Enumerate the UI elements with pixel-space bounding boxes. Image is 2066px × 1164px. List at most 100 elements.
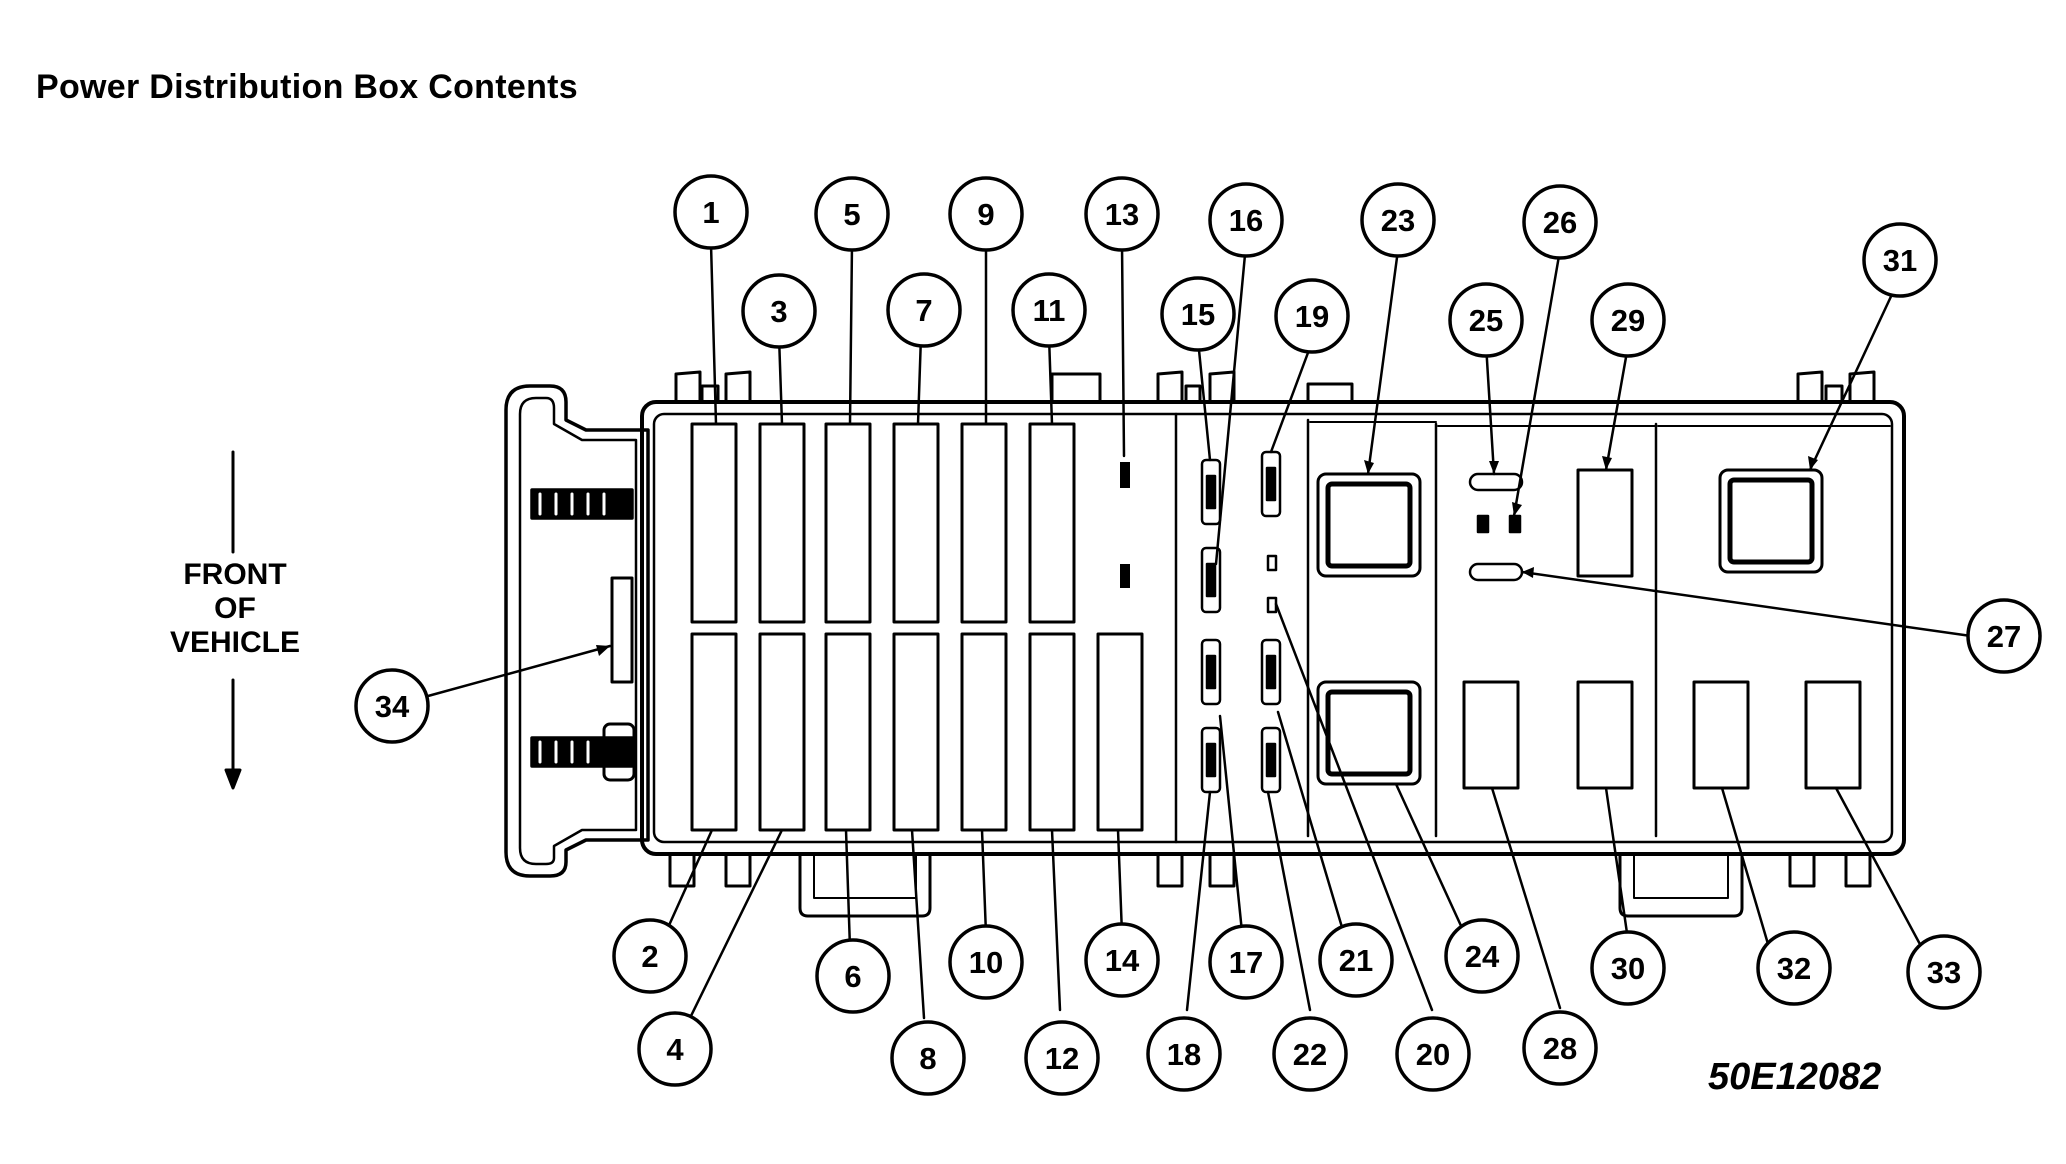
callout-4-label: 4	[666, 1032, 684, 1067]
callout-25-label: 25	[1469, 303, 1503, 338]
callout-31-circle	[1862, 222, 1938, 298]
slot-11	[1028, 422, 1076, 624]
callout-31-label: 31	[1883, 243, 1917, 278]
callout-7-circle	[886, 272, 962, 348]
callout-17-label: 17	[1229, 945, 1263, 980]
slot-8	[892, 632, 940, 832]
front-label-line-3: VEHICLE	[169, 626, 301, 659]
callout-11-label: 11	[1033, 293, 1066, 328]
callout-20-label: 20	[1416, 1037, 1450, 1072]
left-connector-housing	[504, 384, 650, 878]
slot-9	[960, 422, 1008, 624]
callout-6-label: 6	[844, 959, 861, 994]
callout-9-label: 9	[977, 197, 994, 232]
callout-22-label: 22	[1293, 1037, 1327, 1072]
callout-34-label: 34	[375, 689, 410, 724]
callout-33-label: 33	[1927, 955, 1961, 990]
slot-2	[690, 632, 738, 832]
leader-lines	[426, 242, 1973, 1020]
callout-8-label: 8	[919, 1041, 936, 1076]
callout-12-circle	[1024, 1020, 1100, 1096]
relays	[1316, 468, 1824, 786]
callout-24-label: 24	[1465, 939, 1500, 974]
callout-23-label: 23	[1381, 203, 1415, 238]
callout-10-circle	[948, 924, 1024, 1000]
mini-fuses	[1200, 450, 1282, 794]
callout-14-label: 14	[1105, 943, 1140, 978]
diodes	[1468, 472, 1524, 582]
callout-11-circle	[1011, 272, 1087, 348]
diagram-title: Power Distribution Box Contents	[36, 68, 578, 106]
callout-1-circle	[673, 174, 749, 250]
callout-15-circle	[1160, 276, 1236, 352]
callout-10-label: 10	[969, 945, 1003, 980]
callout-25-circle	[1448, 282, 1524, 358]
slot-12	[1028, 632, 1076, 832]
callout-27-circle	[1966, 598, 2042, 674]
callout-5-label: 5	[843, 197, 860, 232]
slot-3	[758, 422, 806, 624]
front-label-line-2: OF	[214, 592, 256, 625]
callout-16-label: 16	[1229, 203, 1263, 238]
callout-2-circle	[612, 918, 688, 994]
slot-5	[824, 422, 872, 624]
callout-1-label: 1	[702, 195, 719, 230]
callout-4-circle	[637, 1011, 713, 1087]
callout-14-circle	[1084, 922, 1160, 998]
callout-21-circle	[1318, 922, 1394, 998]
callout-16-circle	[1208, 182, 1284, 258]
callout-17-circle	[1208, 924, 1284, 1000]
callout-3-circle	[741, 273, 817, 349]
callout-19-label: 19	[1295, 299, 1329, 334]
callout-9-circle	[948, 176, 1024, 252]
callout-21-label: 21	[1339, 943, 1373, 978]
callout-19-circle	[1274, 278, 1350, 354]
callout-6-circle	[815, 938, 891, 1014]
callout-29-label: 29	[1611, 303, 1645, 338]
callout-18-label: 18	[1167, 1037, 1201, 1072]
callout-29-circle	[1590, 282, 1666, 358]
callout-12-label: 12	[1045, 1041, 1079, 1076]
callout-34-circle	[354, 668, 430, 744]
small-terminals	[1120, 462, 1130, 588]
callout-28-label: 28	[1543, 1031, 1577, 1066]
callout-13-label: 13	[1105, 197, 1139, 232]
slot-7	[892, 422, 940, 624]
callout-32-label: 32	[1777, 951, 1811, 986]
cartridge-fuse-slots	[690, 422, 1144, 832]
front-arrow	[224, 450, 242, 790]
callout-3-label: 3	[770, 294, 787, 329]
callout-2-label: 2	[641, 939, 658, 974]
callout-24-circle	[1444, 918, 1520, 994]
slot-1	[690, 422, 738, 624]
callout-20-circle	[1395, 1016, 1471, 1092]
callout-28-circle	[1522, 1010, 1598, 1086]
callout-5-circle	[814, 176, 890, 252]
callout-32-circle	[1756, 930, 1832, 1006]
maxi-fuse-slots	[1462, 468, 1862, 790]
callout-26-label: 26	[1543, 205, 1577, 240]
leader-arrowheads	[596, 456, 1818, 656]
slot-10	[960, 632, 1008, 832]
front-of-vehicle-label: FRONT OF VEHICLE	[140, 558, 330, 660]
slot-14	[1096, 632, 1144, 832]
callout-33-circle	[1906, 934, 1982, 1010]
callout-markers: 1234567891011121314151617181920212223242…	[354, 174, 2042, 1096]
slot-4	[758, 632, 806, 832]
box-outline	[640, 400, 1906, 856]
callout-8-circle	[890, 1020, 966, 1096]
callout-7-label: 7	[915, 293, 932, 328]
callout-30-label: 30	[1611, 951, 1645, 986]
callout-18-circle	[1146, 1016, 1222, 1092]
front-label-line-1: FRONT	[183, 558, 287, 591]
top-clips	[674, 370, 1876, 404]
callout-30-circle	[1590, 930, 1666, 1006]
bottom-clips	[668, 852, 1872, 918]
callout-23-circle	[1360, 182, 1436, 258]
callout-22-circle	[1272, 1016, 1348, 1092]
callout-27-label: 27	[1987, 619, 2021, 654]
callout-26-circle	[1522, 184, 1598, 260]
figure-id: 50E12082	[1708, 1056, 1882, 1098]
